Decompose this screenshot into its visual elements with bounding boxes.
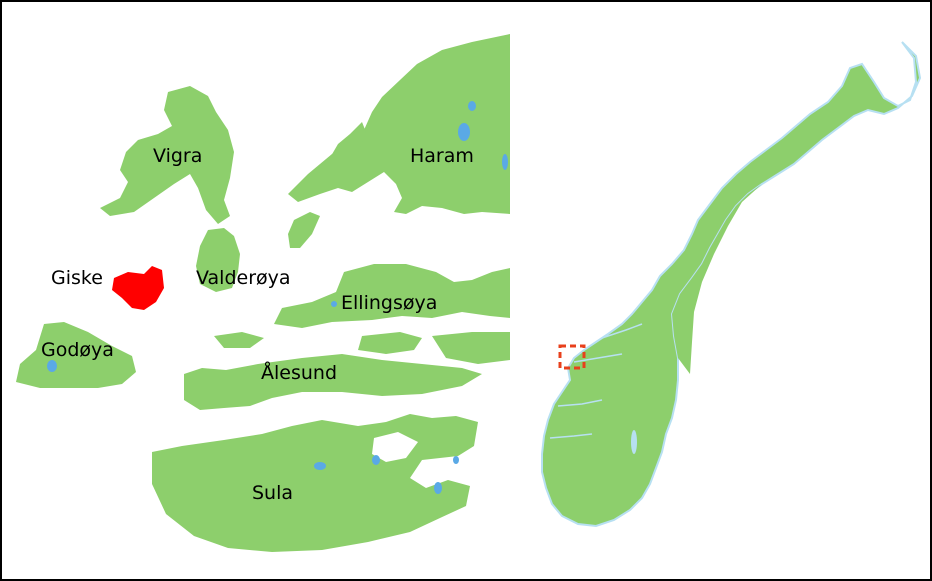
fjord-line-2 xyxy=(557,399,603,407)
norway-outline xyxy=(541,41,922,528)
fjord-line-4 xyxy=(601,323,643,339)
sula-fjord xyxy=(372,432,418,462)
fjord-line-1 xyxy=(573,353,623,363)
haram-island xyxy=(288,212,320,248)
label-godoya: Godøya xyxy=(41,339,114,361)
ellingsoya-island xyxy=(274,264,510,328)
lake-godoya xyxy=(47,360,57,372)
detail-map xyxy=(16,34,510,552)
islet-2 xyxy=(432,332,510,364)
locator-box xyxy=(558,344,586,370)
giske-island-highlight xyxy=(112,266,164,310)
lake-sula-1 xyxy=(314,462,326,470)
lake-sula-4 xyxy=(453,456,459,464)
lake-haram-3 xyxy=(502,154,508,170)
valderoya-island xyxy=(196,228,240,292)
label-haram: Haram xyxy=(410,145,474,167)
lake-ellingsoya xyxy=(331,301,337,307)
lake-haram-1 xyxy=(458,123,470,141)
label-vigra: Vigra xyxy=(153,145,202,167)
label-sula: Sula xyxy=(252,482,293,504)
lake-mjosa xyxy=(631,430,637,454)
alesund-landmass xyxy=(184,354,482,410)
label-ellingsoya: Ellingsøya xyxy=(341,292,437,314)
haram-landmass xyxy=(288,34,510,214)
label-giske: Giske xyxy=(51,267,103,289)
islet-1 xyxy=(358,332,422,354)
haram-strand xyxy=(324,122,366,174)
norway-body xyxy=(672,184,762,374)
sula-landmass xyxy=(152,414,478,552)
islet-3 xyxy=(214,332,264,348)
label-alesund: Ålesund xyxy=(261,361,337,384)
vigra-island xyxy=(100,86,234,224)
label-valderoya: Valderøya xyxy=(196,267,291,289)
fjord-line-3 xyxy=(549,433,593,439)
lake-haram-2 xyxy=(468,101,476,111)
lake-sula-3 xyxy=(434,482,442,494)
godoya-island xyxy=(16,322,136,388)
locator-map-norway xyxy=(541,41,922,528)
lake-sula-2 xyxy=(372,455,380,465)
